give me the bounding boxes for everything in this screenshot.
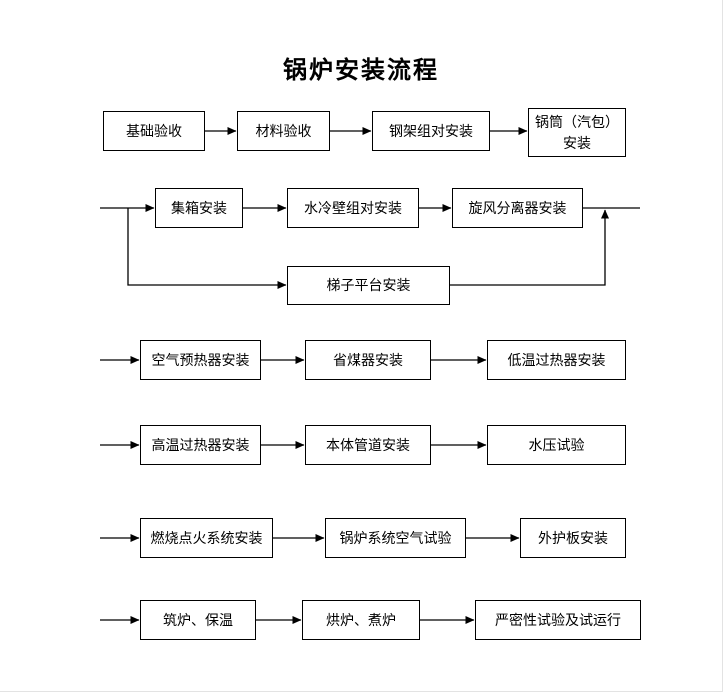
node-header-box: 集箱安装 <box>155 188 243 228</box>
node-body-piping: 本体管道安装 <box>305 425 431 465</box>
arrow-branch-to-ladder <box>127 208 287 289</box>
node-drum: 锅筒（汽包）安装 <box>528 108 626 157</box>
node-tightness-test: 严密性试验及试运行 <box>475 600 641 640</box>
arrow-ladder-to-merge <box>450 209 609 286</box>
node-material: 材料验收 <box>237 111 330 151</box>
connectors <box>100 127 640 624</box>
node-boil-out: 烘炉、煮炉 <box>302 600 420 640</box>
node-hydro-test: 水压试验 <box>487 425 626 465</box>
node-air-preheater: 空气预热器安装 <box>140 340 261 380</box>
node-furnace-insulation: 筑炉、保温 <box>140 600 256 640</box>
node-high-superheater: 高温过热器安装 <box>140 425 261 465</box>
node-water-wall: 水冷壁组对安装 <box>287 188 419 228</box>
diagram-title: 锅炉安装流程 <box>283 57 439 84</box>
node-low-superheater: 低温过热器安装 <box>487 340 626 380</box>
node-ladder: 梯子平台安装 <box>287 266 450 305</box>
node-ignition: 燃烧点火系统安装 <box>140 518 273 558</box>
node-foundation: 基础验收 <box>103 111 205 151</box>
node-economizer: 省煤器安装 <box>305 340 431 380</box>
node-steel-frame: 钢架组对安装 <box>372 111 490 151</box>
node-air-test: 锅炉系统空气试验 <box>325 518 466 558</box>
node-cyclone: 旋风分离器安装 <box>452 188 583 228</box>
node-outer-casing: 外护板安装 <box>520 518 626 558</box>
